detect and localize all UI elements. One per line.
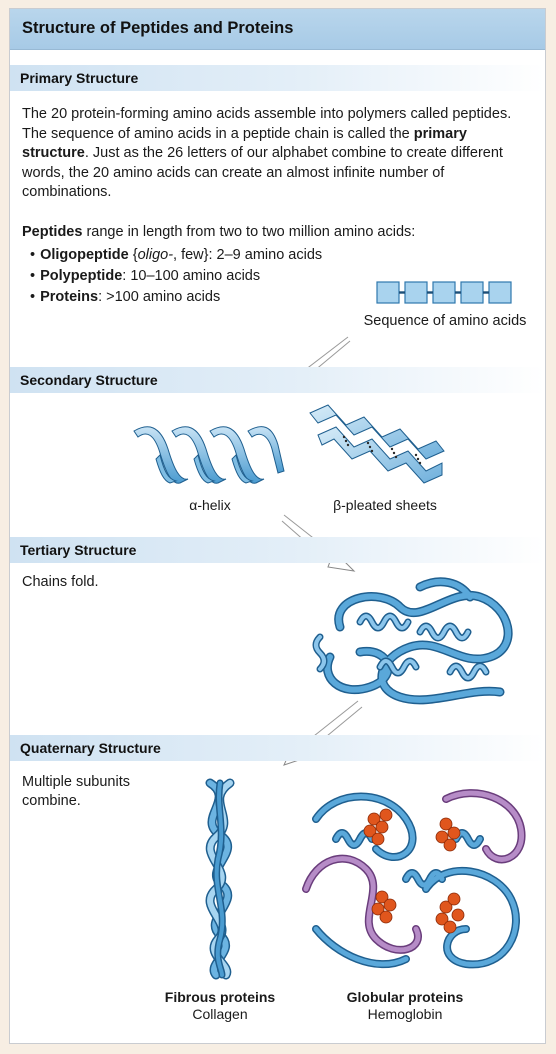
- primary-structure-term: primary structure: [22, 125, 467, 162]
- folded-protein-icon: [312, 577, 513, 705]
- globular-proteins-label: Globular proteins: [346, 989, 464, 1005]
- primary-paragraph: The 20 protein-forming amino acids assem…: [22, 105, 537, 203]
- tertiary-text: Chains fold.: [22, 574, 99, 590]
- globular-caption: Globular proteins Hemoglobin: [330, 989, 480, 1023]
- page-title: Structure of Peptides and Proteins: [22, 19, 294, 37]
- tertiary-structure-heading: Tertiary Structure: [20, 542, 137, 558]
- primary-structure-heading: Primary Structure: [20, 70, 139, 86]
- primary-text-part1: The 20 protein-forming amino acids assem…: [22, 106, 512, 142]
- heme-groups-icon: [363, 808, 465, 934]
- collagen-triple-helix-icon: [205, 778, 235, 980]
- title-bar: Structure of Peptides and Proteins: [10, 9, 545, 50]
- fibrous-caption: Fibrous proteins Collagen: [150, 989, 290, 1023]
- tertiary-structure-header: Tertiary Structure: [10, 537, 545, 563]
- sequence-caption: Sequence of amino acids: [363, 313, 527, 329]
- beta-sheet-caption: β-pleated sheets: [333, 497, 437, 513]
- peptides-text: range in length from two to two million …: [82, 224, 416, 240]
- quaternary-text: Multiple subunits combine.: [22, 773, 130, 811]
- quaternary-text-line2: combine.: [22, 793, 81, 809]
- peptide-length-list: Oligopeptide {oligo-, few}: 2–9 amino ac…: [30, 245, 322, 308]
- hemoglobin-label: Hemoglobin: [367, 1006, 443, 1022]
- protein-structure-panel: Structure of Peptides and Proteins Prima…: [9, 8, 546, 1044]
- list-item: Proteins: >100 amino acids: [30, 287, 322, 308]
- hemoglobin-icon: [302, 789, 526, 969]
- amino-acid-sequence-figure: [376, 281, 512, 304]
- quaternary-structure-heading: Quaternary Structure: [20, 740, 161, 756]
- secondary-structure-header: Secondary Structure: [10, 367, 545, 393]
- list-item: Oligopeptide {oligo-, few}: 2–9 amino ac…: [30, 245, 322, 266]
- peptides-paragraph: Peptides range in length from two to two…: [22, 223, 537, 243]
- primary-text-part2: . Just as the 26 letters of our alphabet…: [22, 145, 503, 200]
- quaternary-structure-header: Quaternary Structure: [10, 735, 545, 761]
- beta-pleated-sheet-icon: [309, 404, 445, 484]
- peptides-term: Peptides: [22, 224, 83, 240]
- alpha-helix-caption: α-helix: [189, 497, 231, 513]
- alpha-helix-icon: [133, 426, 285, 484]
- quaternary-text-line1: Multiple subunits: [22, 774, 130, 790]
- fibrous-proteins-label: Fibrous proteins: [164, 989, 276, 1005]
- list-item: Polypeptide: 10–100 amino acids: [30, 266, 322, 287]
- collagen-label: Collagen: [192, 1006, 248, 1022]
- primary-structure-header: Primary Structure: [10, 65, 545, 91]
- secondary-structure-heading: Secondary Structure: [20, 372, 158, 388]
